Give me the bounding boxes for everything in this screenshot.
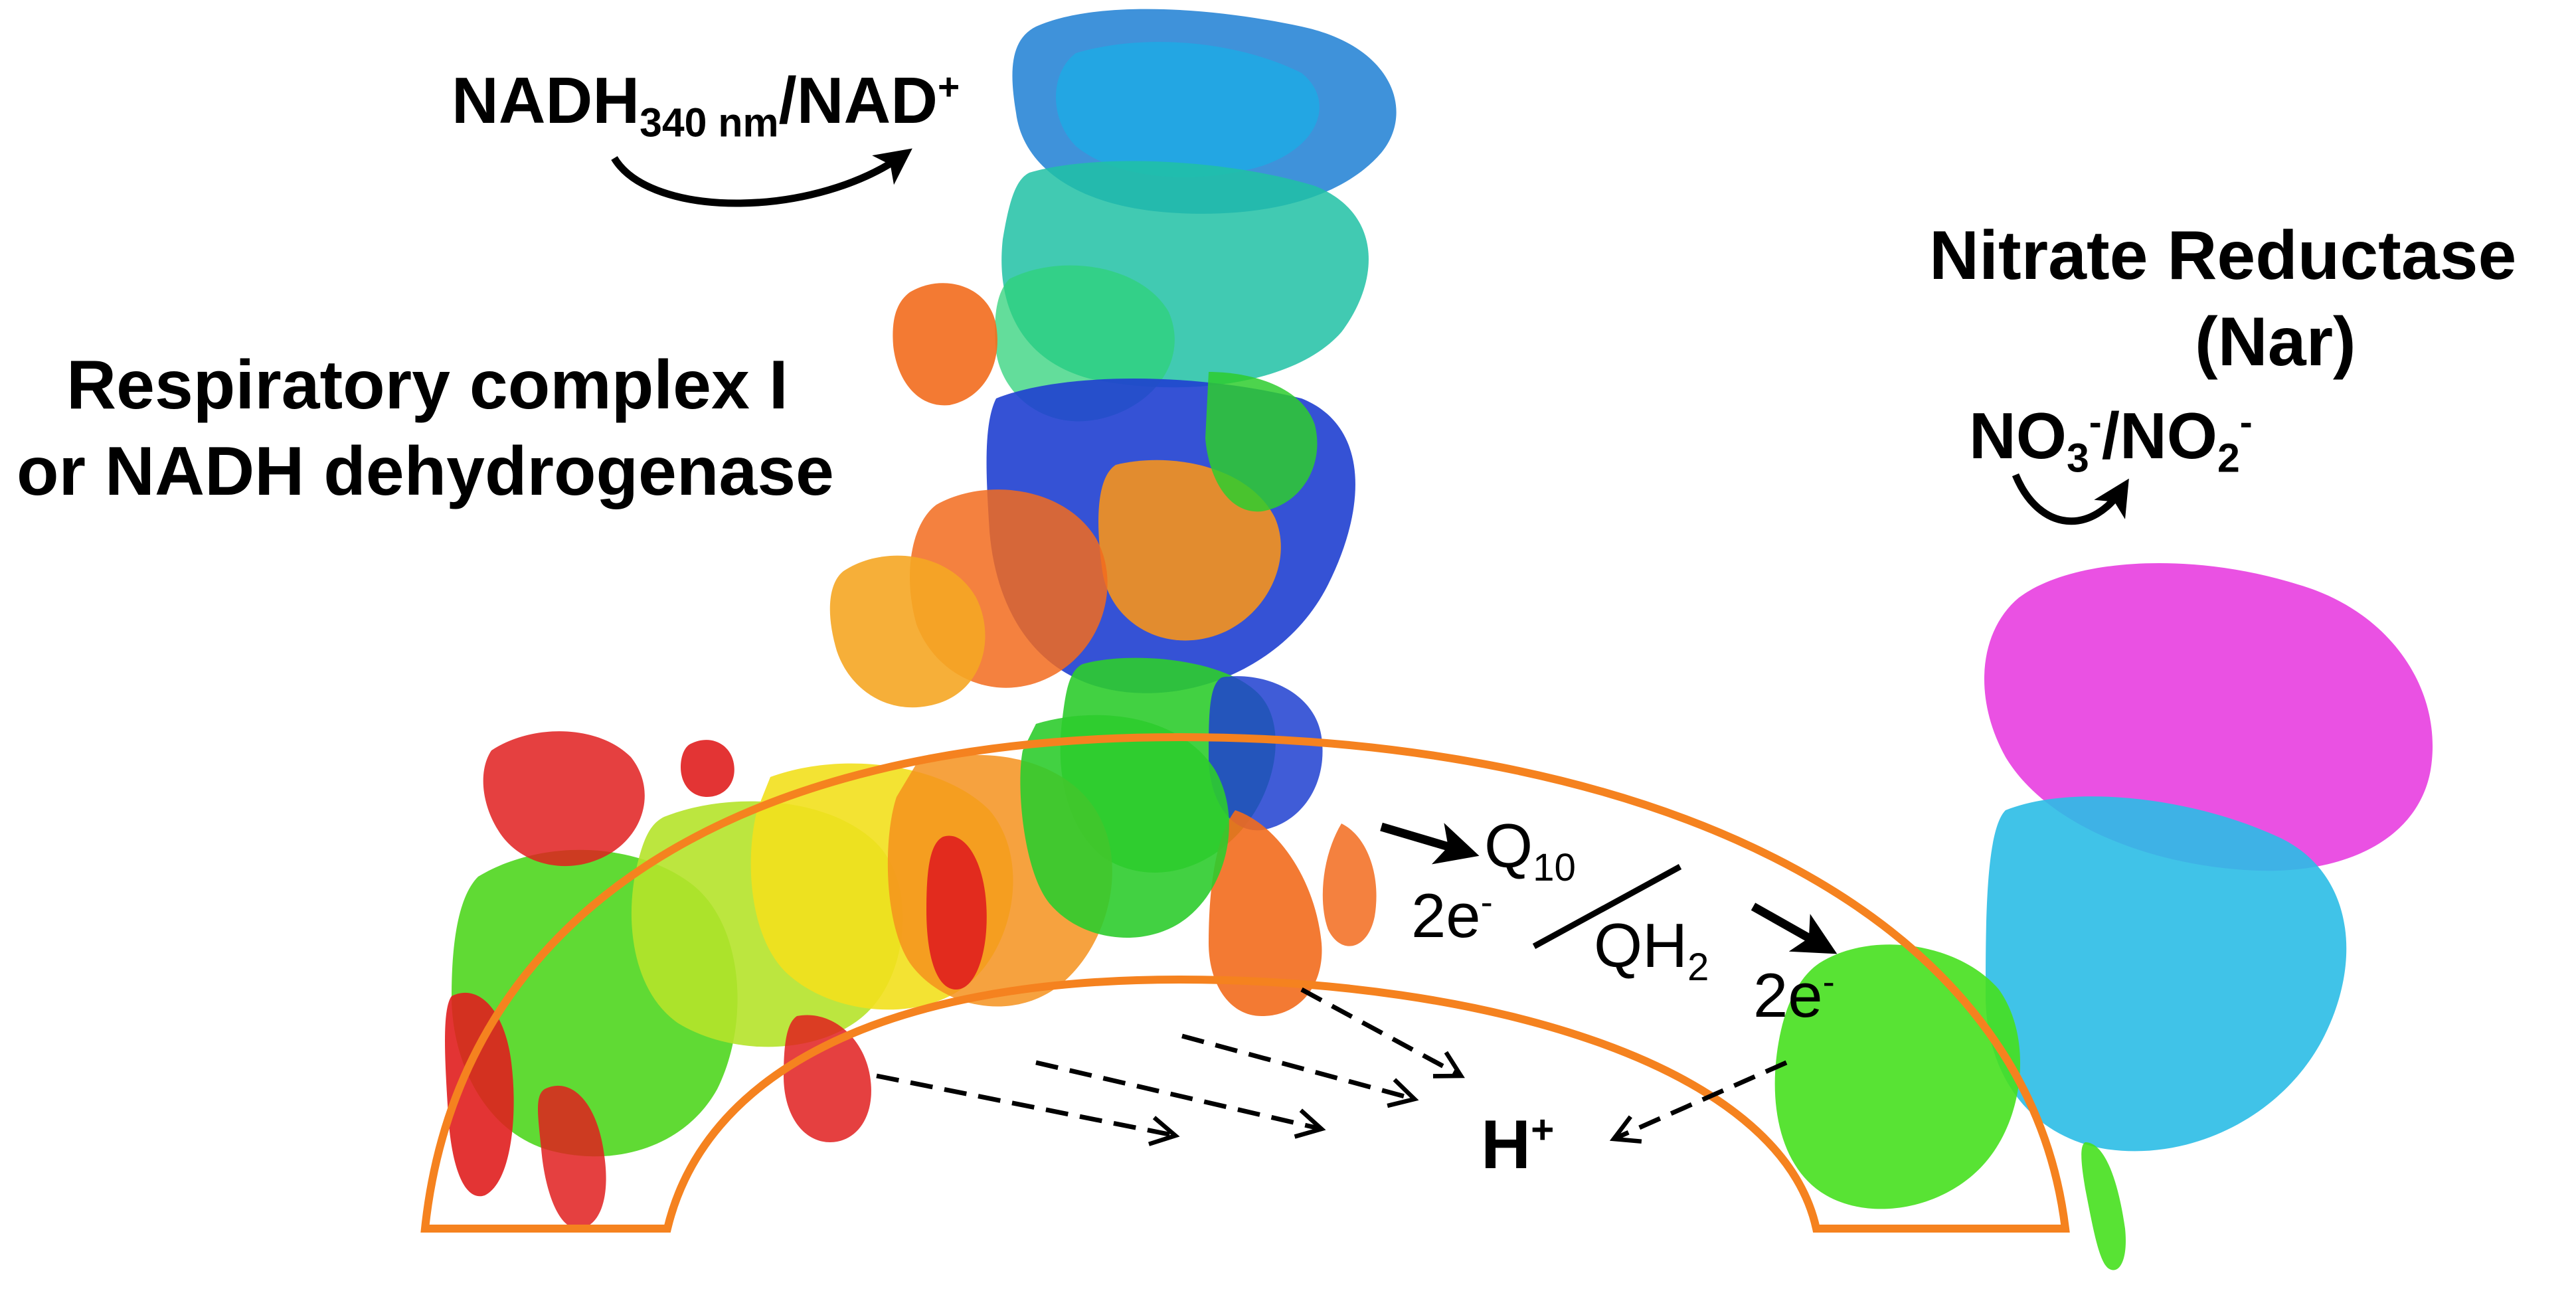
nar-magenta-domain <box>1984 562 2433 871</box>
nar-title-line2: (Nar) <box>2195 303 2356 381</box>
proton-pump-dashed-arrow-icon <box>876 987 1788 1146</box>
complex-i-title-line1: Respiratory complex I <box>66 347 788 424</box>
label-segment: - <box>1480 882 1493 923</box>
curved-reaction-arrow-icon <box>611 148 912 207</box>
label-segment: 2 <box>2217 435 2240 481</box>
nitrate-reaction-label: NO3-/NO2- <box>1969 398 2253 481</box>
label-segment: + <box>1531 1106 1555 1152</box>
label-segment: 10 <box>1533 845 1576 889</box>
nar-cyan-domain <box>1986 796 2347 1152</box>
label-segment: + <box>938 66 960 108</box>
complex-i-orange-helix-tail <box>1209 810 1322 1016</box>
label-segment: - <box>2089 401 2102 444</box>
proton-label: H+ <box>1481 1106 1554 1185</box>
membrane-arm-green-right <box>1020 715 1229 938</box>
complex-i-green-helix-band <box>1205 372 1318 512</box>
complex-i-orange-helix-right <box>1322 823 1377 946</box>
q10-label: Q10 <box>1484 810 1576 890</box>
label-segment: /NO <box>2101 399 2217 472</box>
complex-i-membrane-arm <box>445 715 1229 1229</box>
label-segment: - <box>1822 962 1835 1003</box>
label-segment: QH <box>1594 910 1687 980</box>
membrane-arm-red-left <box>445 992 514 1197</box>
electrons-left-label: 2e- <box>1411 880 1493 952</box>
qh2-label: QH2 <box>1594 910 1709 990</box>
label-segment: - <box>2239 401 2253 444</box>
electron-flow-arrow-icon <box>1751 903 1838 954</box>
complex-i-top-domain-highlight <box>1056 42 1320 177</box>
label-segment: /NAD <box>778 64 938 137</box>
nar-title-line1: Nitrate Reductase <box>1929 217 2517 294</box>
label-segment: 340 nm <box>640 100 779 145</box>
complex-i-amber-domain <box>829 555 986 708</box>
membrane-arm-red-mid <box>784 1015 871 1142</box>
complex-i-blue-stalk <box>1209 676 1323 831</box>
nar-green-tail <box>2081 1142 2126 1270</box>
label-segment: Q <box>1484 811 1533 881</box>
label-segment: 2e <box>1411 881 1481 950</box>
complex-i-title-line2: or NADH dehydrogenase <box>17 433 834 510</box>
membrane-arm-red-small-coil <box>681 740 734 797</box>
curved-reaction-arrow-icon <box>2012 473 2129 525</box>
label-segment: 2 <box>1687 945 1709 989</box>
complex-i-orange-satellite <box>893 283 997 406</box>
membrane-arm-red-bottom <box>538 1085 606 1229</box>
nitrate-reductase-structure <box>1774 562 2433 1270</box>
electron-flow-arrow-icon <box>1380 822 1480 865</box>
label-segment: 3 <box>2067 435 2089 481</box>
electrons-right-label: 2e- <box>1753 960 1835 1031</box>
membrane-arm-red-top <box>483 731 645 867</box>
nar-green-domain <box>1774 944 2021 1209</box>
complex-i-orange-middle <box>1098 460 1281 641</box>
label-segment: NADH <box>452 64 640 137</box>
q10-qh2-divider <box>1532 864 1682 949</box>
membrane-outline <box>420 733 2070 1233</box>
label-segment: 2e <box>1753 960 1823 1030</box>
nadh-reaction-label: NADH340 nm/NAD+ <box>452 63 960 146</box>
label-segment: NO <box>1969 399 2067 472</box>
label-segment: H <box>1481 1106 1531 1183</box>
membrane-arm-red-column <box>926 835 987 990</box>
